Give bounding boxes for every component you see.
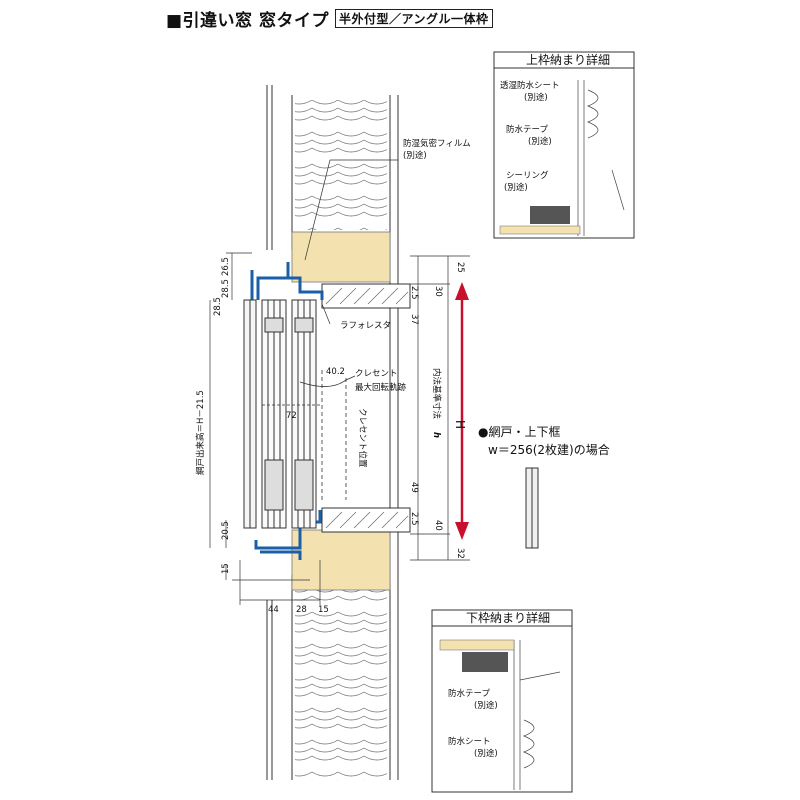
top-label-0: 透湿防水シート	[500, 80, 560, 91]
dim-40: 40	[433, 520, 443, 531]
dim-37: 37	[409, 314, 419, 325]
header-wood	[291, 231, 391, 283]
interior-casing-bottom	[321, 507, 411, 533]
dim-20-5: 20.5	[221, 521, 231, 540]
dim-2-5-a: 2.5	[409, 286, 419, 300]
height-arrow	[455, 282, 469, 540]
page-title: ■引違い窓 窓タイプ半外付型／アングル一体枠	[166, 6, 493, 31]
top-detail-box	[493, 51, 635, 239]
bottom-detail-box	[431, 609, 573, 793]
crescent-position-label: クレセント位置	[357, 408, 368, 468]
crescent-geometry	[262, 370, 347, 500]
crescent-label-0: クレセント	[355, 369, 398, 379]
sill-wood	[291, 529, 391, 591]
screen-section	[525, 467, 539, 549]
bottom-label-0: 防水テープ	[448, 688, 490, 699]
top-label-3: (別途)	[528, 136, 552, 147]
film-label-0: 防湿気密フィルム	[403, 138, 471, 149]
dimension-lines	[209, 252, 470, 605]
dim-32: 32	[455, 548, 465, 559]
leader-lines	[304, 159, 398, 381]
top-label-2: 防水テープ	[506, 124, 548, 135]
crescent-label-1: 最大回転軌跡	[355, 382, 407, 393]
insulation-upper	[295, 100, 387, 230]
top-label-5: (別途)	[504, 182, 528, 193]
dim-49: 49	[409, 482, 419, 493]
dim-44: 44	[268, 605, 279, 615]
note-line-1: ●網戸・上下框	[478, 425, 560, 439]
dim-2-5-b: 2.5	[409, 512, 419, 526]
film-label-1: (別途)	[403, 150, 427, 161]
top-detail-heading: 上枠納まり詳細	[526, 52, 610, 67]
note-line-2: w＝256(2枚建)の場合	[488, 442, 610, 457]
window-frame	[250, 262, 324, 560]
inner-dim-label: 内法基準寸法	[431, 368, 442, 419]
bottom-label-3: (別途)	[474, 748, 498, 759]
insulation-lower	[295, 590, 387, 780]
dim-28-5-b: 28.5	[213, 297, 223, 316]
screen-height-label: 網戸出来高＝H－21.5	[195, 390, 206, 475]
bottom-detail-heading: 下枠納まり詳細	[466, 610, 550, 625]
sash-assembly	[243, 299, 317, 529]
exterior-wall-lines	[266, 85, 399, 780]
dim-72: 72	[286, 411, 297, 421]
title-tag: 半外付型／アングル一体枠	[334, 9, 493, 28]
dim-26-5: 26.5	[221, 257, 231, 276]
dim-40-2: 40.2	[326, 367, 345, 377]
dim-30: 30	[433, 286, 443, 297]
inner-h-label: h	[431, 432, 441, 438]
dim-15-b: 15	[318, 605, 329, 615]
top-label-1: (別途)	[524, 92, 548, 103]
top-label-4: シーリング	[506, 170, 549, 181]
interior-casing-top	[321, 283, 411, 309]
dim-28: 28	[296, 605, 307, 615]
bottom-label-1: (別途)	[474, 700, 498, 711]
title-main: ■引違い窓 窓タイプ	[166, 11, 329, 31]
dim-25: 25	[455, 262, 465, 273]
dim-28-5-a: 28.5	[221, 279, 231, 298]
laforesta-label: ラフォレスタ	[340, 321, 391, 331]
dim-15: 15	[221, 563, 231, 574]
big-h-label: H	[453, 420, 467, 429]
bottom-label-2: 防水シート	[448, 736, 491, 747]
